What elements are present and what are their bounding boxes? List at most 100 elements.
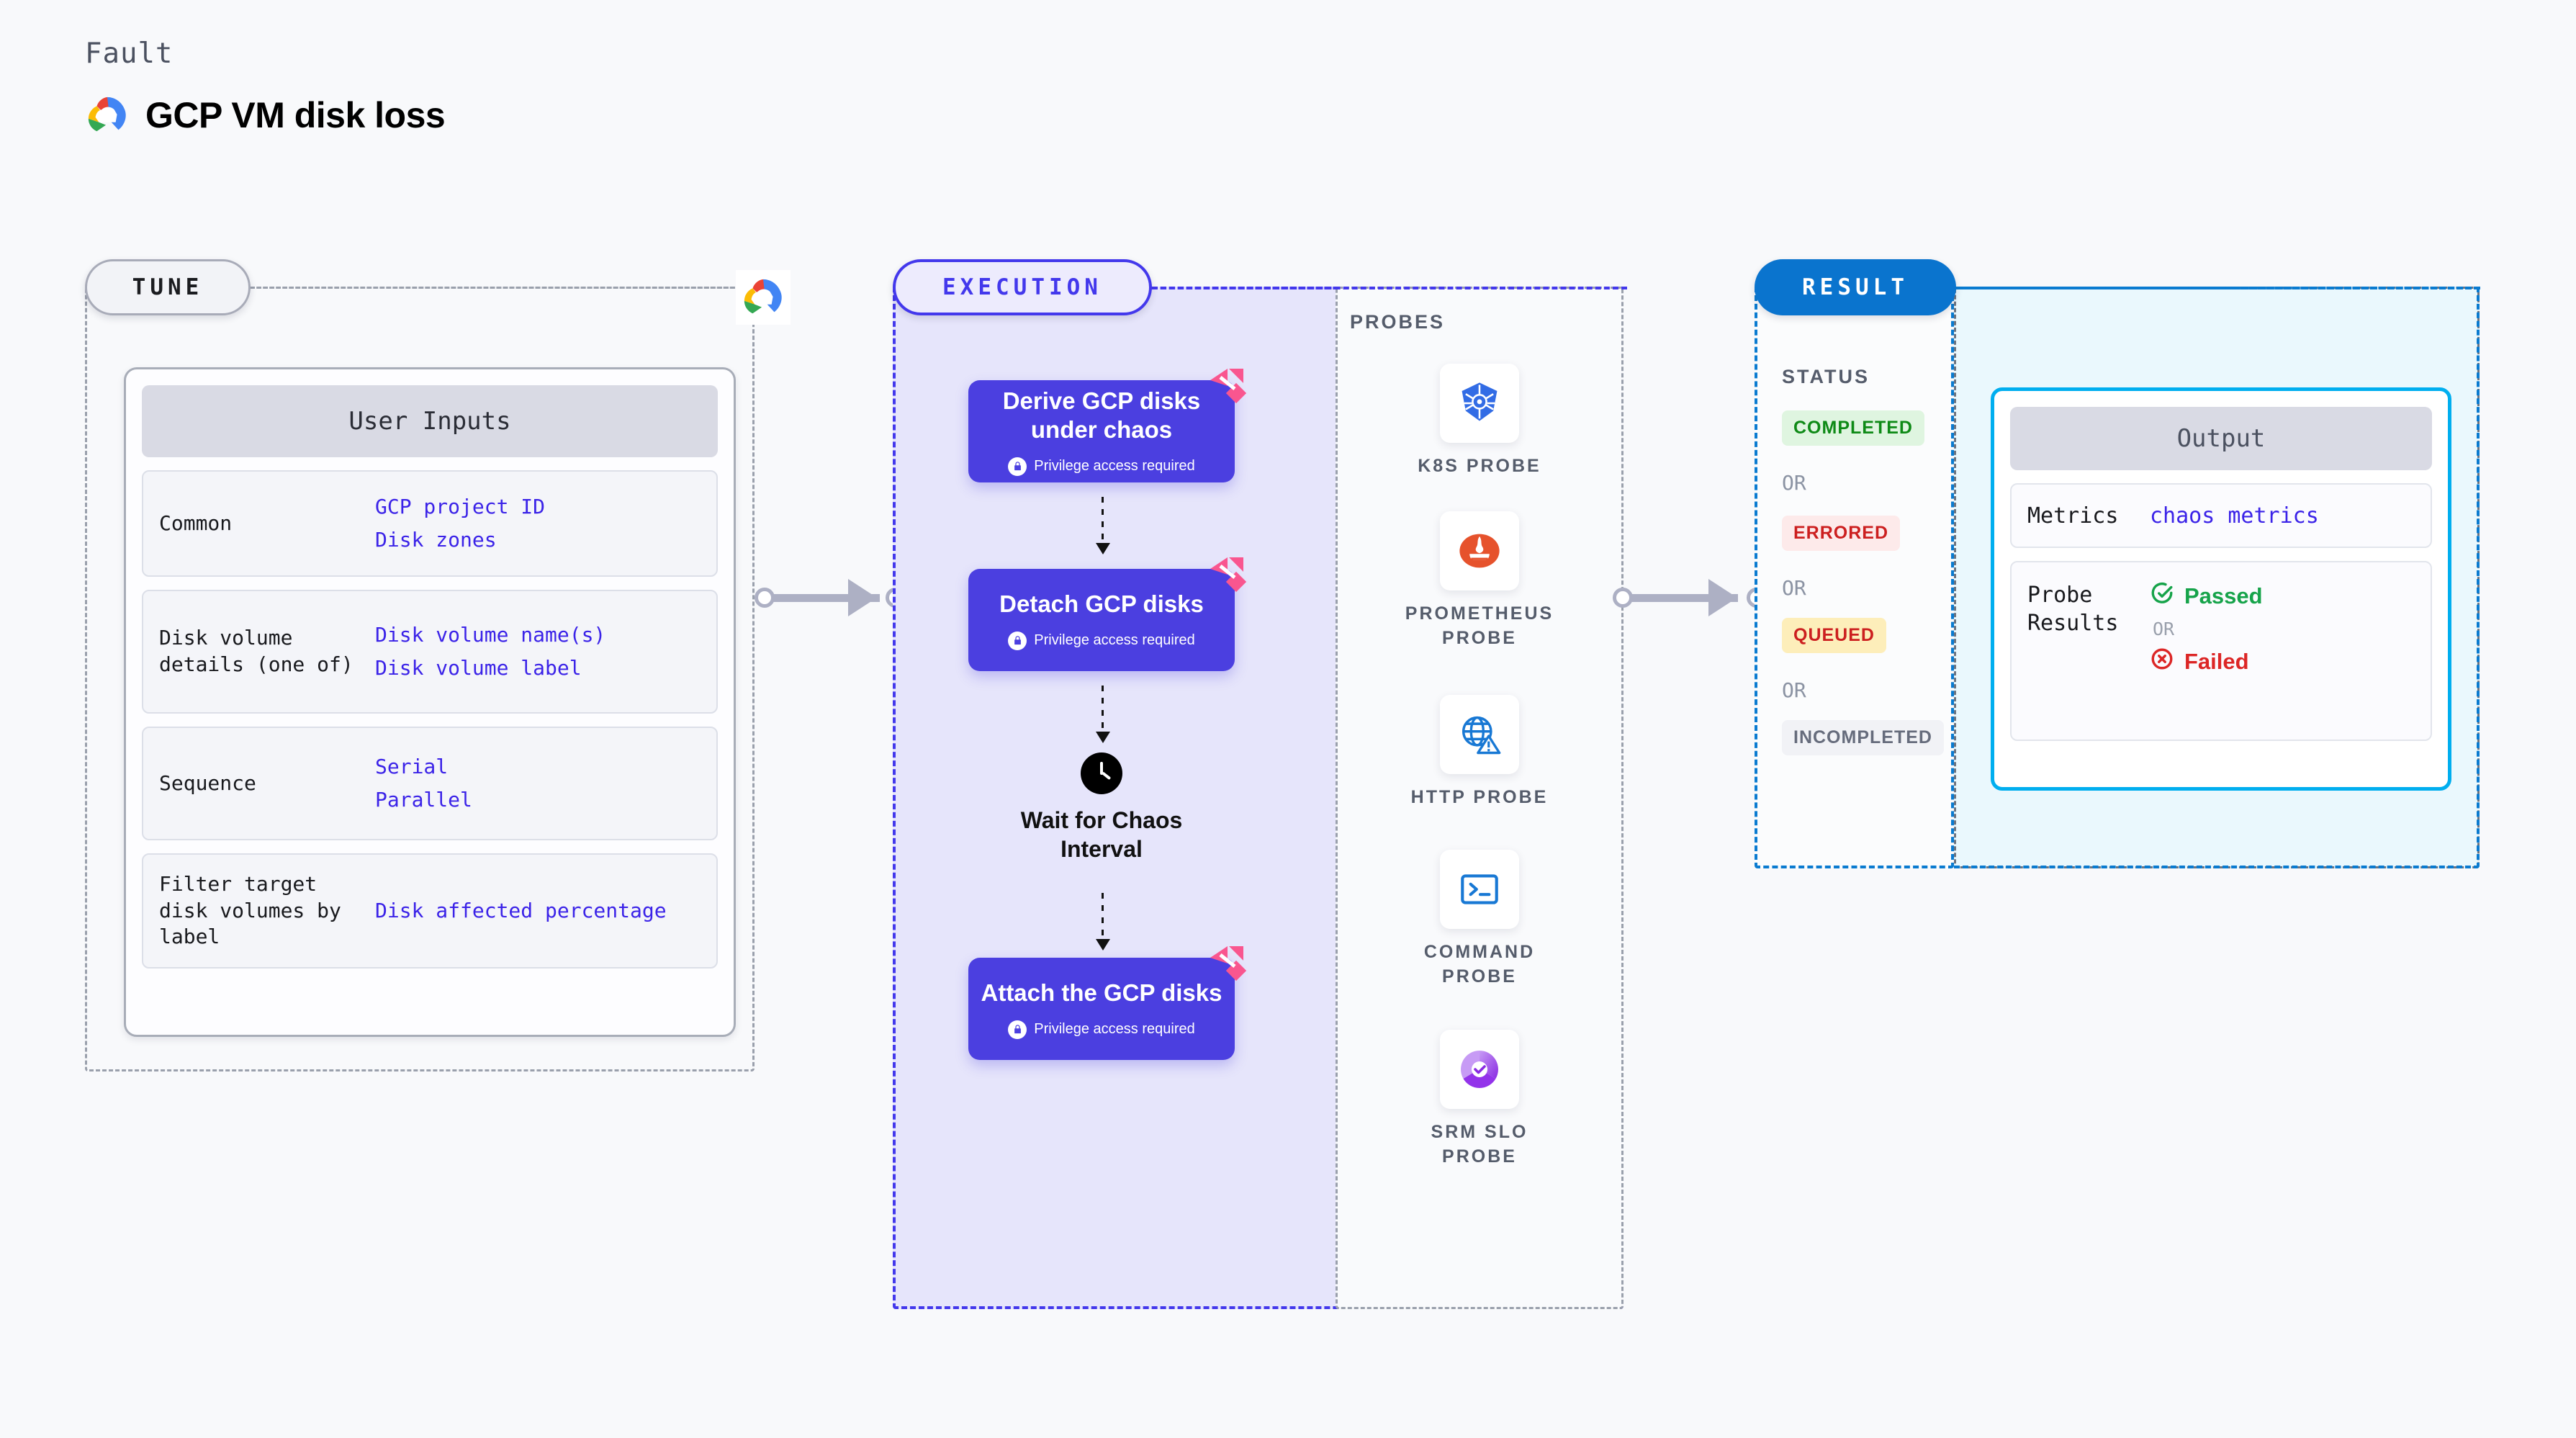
privilege-note: Privilege access required	[1008, 1020, 1195, 1039]
wait-for-chaos-interval-node: Wait for Chaos Interval	[994, 752, 1210, 863]
connector-dot	[755, 588, 775, 608]
privilege-text: Privilege access required	[1034, 458, 1195, 475]
harness-flag-icon	[1206, 364, 1247, 405]
lock-icon	[1008, 457, 1027, 476]
tune-connector-line	[251, 287, 755, 289]
probe-http[interactable]: HTTP PROBE	[1400, 695, 1559, 810]
output-row-key: Probe Results	[2027, 583, 2119, 636]
output-card-header: Output	[2010, 407, 2432, 470]
connector-tune-to-execution	[755, 579, 906, 616]
flow-arrow-2	[1096, 686, 1110, 743]
output-row-key: Metrics	[2027, 503, 2119, 529]
user-inputs-card: User Inputs Common GCP project ID Disk z…	[124, 367, 736, 1037]
probe-k8s[interactable]: K8S PROBE	[1400, 364, 1559, 479]
output-metrics-value[interactable]: chaos metrics	[2150, 503, 2319, 529]
execution-block-title: Detach GCP disks	[999, 590, 1204, 618]
prometheus-icon	[1440, 511, 1519, 590]
probe-label: PROMETHEUS PROBE	[1405, 603, 1554, 648]
execution-connector-line	[1152, 287, 1627, 289]
probe-result-passed: Passed	[2150, 581, 2263, 611]
tune-row-sequence: Sequence Serial Parallel	[142, 727, 718, 840]
tune-value[interactable]: Disk volume name(s)	[375, 622, 606, 647]
terminal-icon	[1440, 850, 1519, 929]
probe-label: COMMAND PROBE	[1423, 942, 1536, 987]
probe-result-failed-label: Failed	[2184, 649, 2249, 674]
privilege-note: Privilege access required	[1008, 457, 1195, 476]
probes-section-label: PROBES	[1350, 311, 1446, 333]
tune-row-values: Disk affected percentage	[375, 891, 667, 931]
tune-row-values: Disk volume name(s) Disk volume label	[375, 616, 605, 688]
tune-row-filter-by-label: Filter target disk volumes by label Disk…	[142, 853, 718, 969]
harness-flag-icon	[1206, 553, 1247, 593]
execution-block-derive-disks[interactable]: Derive GCP disks under chaos Privilege a…	[968, 369, 1247, 482]
kubernetes-icon	[1440, 364, 1519, 443]
tune-row-key: Common	[159, 511, 233, 535]
harness-flag-icon	[1206, 942, 1247, 982]
probe-result-passed-label: Passed	[2184, 583, 2263, 608]
execution-block-detach-disks[interactable]: Detach GCP disks Privilege access requir…	[968, 557, 1247, 671]
srm-slo-icon	[1440, 1030, 1519, 1109]
check-circle-icon	[2150, 581, 2174, 611]
lock-icon	[1008, 1020, 1027, 1039]
probe-label: HTTP PROBE	[1410, 787, 1549, 807]
tune-value[interactable]: Disk zones	[375, 527, 497, 552]
privilege-text: Privilege access required	[1034, 632, 1195, 649]
result-panel	[1755, 287, 1954, 868]
status-badge-errored: ERRORED	[1782, 516, 1901, 551]
or-separator: OR	[1782, 471, 1806, 495]
probe-prometheus[interactable]: PROMETHEUS PROBE	[1400, 511, 1559, 651]
tune-row-disk-volume-details: Disk volume details (one of) Disk volume…	[142, 590, 718, 714]
output-row-probe-results: Probe Results Passed OR Failed	[2010, 561, 2432, 741]
execution-stage-badge[interactable]: EXECUTION	[893, 259, 1152, 315]
tune-value[interactable]: Serial	[375, 754, 449, 778]
tune-value[interactable]: Disk volume label	[375, 655, 582, 680]
gcp-cloud-logo-icon	[85, 93, 130, 138]
tune-stage-badge[interactable]: TUNE	[85, 259, 251, 315]
status-badge-completed: COMPLETED	[1782, 410, 1924, 446]
probe-command[interactable]: COMMAND PROBE	[1400, 850, 1559, 989]
probe-srm-slo[interactable]: SRM SLO PROBE	[1400, 1030, 1559, 1169]
tune-row-common: Common GCP project ID Disk zones	[142, 470, 718, 577]
status-badge-incompleted: INCOMPLETED	[1782, 720, 1944, 755]
http-globe-warning-icon	[1440, 695, 1519, 774]
privilege-text: Privilege access required	[1034, 1021, 1195, 1038]
connector-dot	[1613, 588, 1633, 608]
tune-row-values: GCP project ID Disk zones	[375, 487, 545, 560]
wait-node-label: Wait for Chaos Interval	[1020, 807, 1183, 862]
tune-row-key: Sequence	[159, 770, 256, 795]
x-circle-icon	[2150, 647, 2174, 677]
page-title: GCP VM disk loss	[145, 95, 446, 135]
clock-icon	[1081, 752, 1122, 794]
probe-label: SRM SLO PROBE	[1431, 1122, 1528, 1167]
lock-icon	[1008, 631, 1027, 650]
status-badge-queued: QUEUED	[1782, 618, 1886, 653]
tune-row-values: Serial Parallel	[375, 747, 472, 820]
page-title-row: GCP VM disk loss	[85, 93, 446, 138]
tune-provider-gcp-icon	[736, 270, 791, 325]
tune-row-key: Filter target disk volumes by label	[159, 871, 341, 949]
probe-label: K8S PROBE	[1418, 456, 1541, 476]
tune-value[interactable]: GCP project ID	[375, 494, 546, 518]
result-stage-badge[interactable]: RESULT	[1755, 259, 1956, 315]
probe-result-failed: Failed	[2150, 647, 2263, 677]
page-header: Fault GCP VM disk loss	[85, 37, 446, 138]
output-row-metrics: Metrics chaos metrics	[2010, 483, 2432, 548]
output-card: Output Metrics chaos metrics Probe Resul…	[1991, 387, 2451, 791]
user-inputs-header: User Inputs	[142, 385, 718, 457]
connector-execution-to-result	[1613, 579, 1767, 616]
result-connector-line	[1951, 287, 2480, 289]
tune-value[interactable]: Disk affected percentage	[375, 898, 667, 922]
tune-value[interactable]: Parallel	[375, 787, 472, 812]
execution-block-title: Derive GCP disks under chaos	[1002, 387, 1201, 443]
tune-row-key: Disk volume details (one of)	[159, 626, 353, 676]
or-separator: OR	[1782, 678, 1806, 702]
execution-block-title: Attach the GCP disks	[981, 979, 1222, 1007]
flow-arrow-1	[1096, 497, 1110, 554]
fault-eyebrow-label: Fault	[85, 37, 174, 70]
probes-panel	[1336, 287, 1623, 1309]
status-section-label: STATUS	[1782, 366, 1870, 387]
or-separator: OR	[2153, 619, 2175, 639]
probe-result-values: Passed OR Failed	[2150, 581, 2263, 677]
execution-block-attach-disks[interactable]: Attach the GCP disks Privilege access re…	[968, 946, 1247, 1060]
or-separator: OR	[1782, 576, 1806, 600]
